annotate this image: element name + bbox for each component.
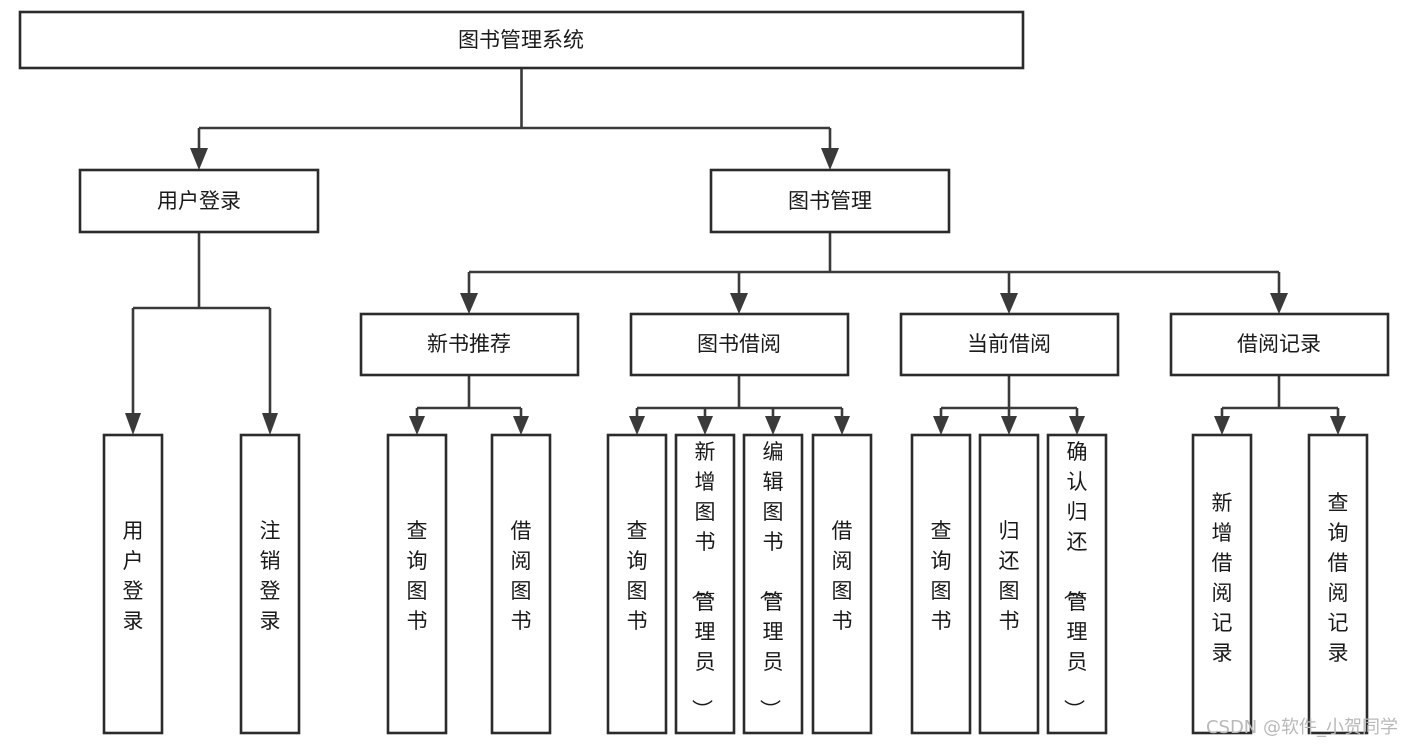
leaf-label: 借阅图书 xyxy=(832,519,853,633)
arrowhead-new-book-recommend xyxy=(460,293,478,314)
leaf-label: 查询图书 xyxy=(407,519,428,633)
arrowhead-book-borrow xyxy=(730,293,748,314)
leaf-box[interactable] xyxy=(606,433,668,735)
leaf-label: 用户登录 xyxy=(123,519,144,633)
leaf-node-user-login-2[interactable]: 注销登录 xyxy=(239,433,301,735)
leaf-label: 新增借阅记录 xyxy=(1212,491,1233,665)
arrowhead-cb-leaf1 xyxy=(933,416,949,435)
leaf-box[interactable] xyxy=(102,433,164,735)
leaf-label: 借阅图书 xyxy=(511,519,532,633)
arrowhead-leaf-logout-login xyxy=(262,413,278,435)
arrowhead-cb-leaf3 xyxy=(1069,416,1085,435)
leaf-box[interactable] xyxy=(239,433,301,735)
arrowhead-bb-leaf4 xyxy=(834,416,850,435)
leaf-box[interactable] xyxy=(674,433,736,735)
leaf-node-current-borrow-3[interactable]: 确认归还（管理员） xyxy=(1046,433,1108,735)
leaf-label: 注销登录 xyxy=(260,519,281,633)
arrowhead-user-login xyxy=(190,148,208,170)
node-new-book-recommend[interactable]: 新书推荐 xyxy=(359,312,580,377)
arrowhead-br-leaf2 xyxy=(1330,416,1346,435)
arrowhead-nb-leaf2 xyxy=(513,416,529,435)
node-root[interactable]: 图书管理系统 xyxy=(18,10,1025,70)
leaf-label: 确认归还（管理员） xyxy=(1062,440,1088,720)
leaf-box[interactable] xyxy=(1307,433,1369,735)
book-borrow-box[interactable] xyxy=(629,312,850,377)
user-login-box[interactable] xyxy=(78,168,320,234)
leaf-node-new-book-recommend-2[interactable]: 借阅图书 xyxy=(490,433,552,735)
arrowhead-borrow-record xyxy=(1270,293,1288,314)
borrow-record-label: 借阅记录 xyxy=(1237,332,1321,356)
root-box[interactable] xyxy=(18,10,1025,70)
leaf-box[interactable] xyxy=(811,433,873,735)
new-book-recommend-label: 新书推荐 xyxy=(427,332,511,356)
watermark-label: CSDN @软件_小贺同学 xyxy=(1206,717,1398,738)
arrowhead-leaf-user-login xyxy=(125,413,141,435)
arrowhead-bb-leaf2 xyxy=(697,416,713,435)
current-borrow-box[interactable] xyxy=(899,312,1120,377)
leaf-label: 编辑图书（管理员） xyxy=(758,440,784,720)
leaf-node-book-borrow-2[interactable]: 新增图书（管理员） xyxy=(674,433,736,735)
arrowhead-bb-leaf3 xyxy=(765,416,781,435)
leaf-label: 查询图书 xyxy=(931,519,952,633)
node-current-borrow[interactable]: 当前借阅 xyxy=(899,312,1120,377)
current-borrow-label: 当前借阅 xyxy=(967,332,1051,356)
leaf-node-book-borrow-4[interactable]: 借阅图书 xyxy=(811,433,873,735)
root-label: 图书管理系统 xyxy=(458,28,584,52)
connector-layer xyxy=(125,68,1346,435)
node-user-login[interactable]: 用户登录 xyxy=(78,168,320,234)
book-management-box[interactable] xyxy=(709,168,951,234)
leaf-box[interactable] xyxy=(910,433,972,735)
leaf-node-borrow-record-1[interactable]: 新增借阅记录 xyxy=(1191,433,1253,735)
leaf-box[interactable] xyxy=(386,433,448,735)
leaf-label: 归还图书 xyxy=(999,519,1020,633)
node-book-management[interactable]: 图书管理 xyxy=(709,168,951,234)
arrowhead-bb-leaf1 xyxy=(629,416,645,435)
leaf-box[interactable] xyxy=(1046,433,1108,735)
leaf-node-borrow-record-2[interactable]: 查询借阅记录 xyxy=(1307,433,1369,735)
leaf-node-current-borrow-1[interactable]: 查询图书 xyxy=(910,433,972,735)
leaf-node-current-borrow-2[interactable]: 归还图书 xyxy=(978,433,1040,735)
user-login-label: 用户登录 xyxy=(157,189,241,213)
leaf-box[interactable] xyxy=(1191,433,1253,735)
leaf-box[interactable] xyxy=(742,433,804,735)
node-borrow-record[interactable]: 借阅记录 xyxy=(1169,312,1390,377)
leaf-label: 查询图书 xyxy=(627,519,648,633)
new-book-recommend-box[interactable] xyxy=(359,312,580,377)
node-book-borrow[interactable]: 图书借阅 xyxy=(629,312,850,377)
leaf-box[interactable] xyxy=(490,433,552,735)
leaf-box[interactable] xyxy=(978,433,1040,735)
leaf-label: 新增图书（管理员） xyxy=(690,440,716,720)
leaf-node-book-borrow-1[interactable]: 查询图书 xyxy=(606,433,668,735)
leaf-node-new-book-recommend-1[interactable]: 查询图书 xyxy=(386,433,448,735)
borrow-record-box[interactable] xyxy=(1169,312,1390,377)
arrowhead-nb-leaf1 xyxy=(409,416,425,435)
leaf-node-layer: 用户登录 注销登录 查询图书 借阅图书 查询图书 新增图书（管理员） 编辑图书（管理员） 借阅… xyxy=(102,433,1369,735)
leaf-node-user-login-1[interactable]: 用户登录 xyxy=(102,433,164,735)
arrowhead-current-borrow xyxy=(1000,293,1018,314)
arrowhead-br-leaf1 xyxy=(1214,416,1230,435)
leaf-label: 查询借阅记录 xyxy=(1328,491,1349,665)
leaf-node-book-borrow-3[interactable]: 编辑图书（管理员） xyxy=(742,433,804,735)
book-management-label: 图书管理 xyxy=(788,189,872,213)
arrowhead-cb-leaf2 xyxy=(1001,416,1017,435)
arrowhead-book-mgmt xyxy=(821,148,839,170)
book-borrow-label: 图书借阅 xyxy=(697,332,781,356)
